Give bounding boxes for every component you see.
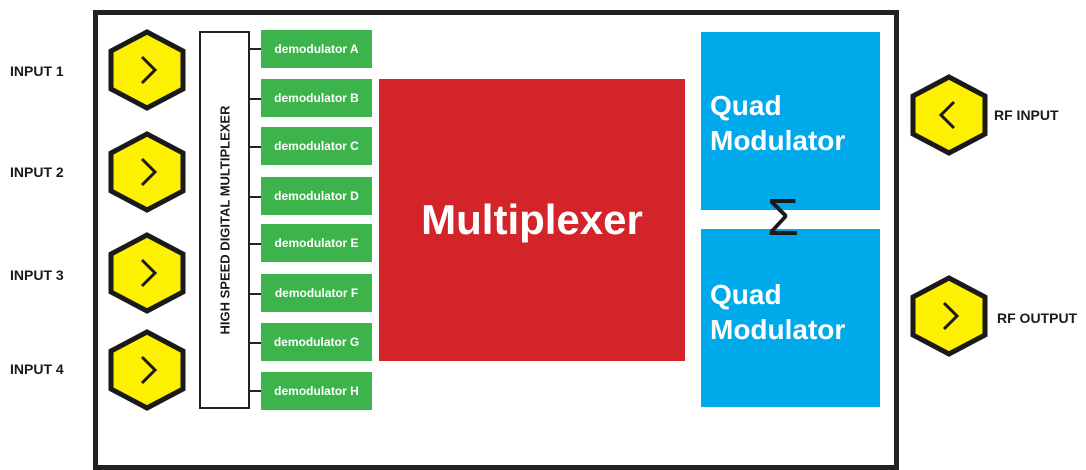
demodulator-a[interactable]: demodulator A — [261, 30, 372, 68]
connector-e — [250, 243, 262, 245]
connector-g — [250, 342, 262, 344]
rf-output-arrow-icon[interactable] — [907, 274, 991, 358]
input-1-label: INPUT 1 — [10, 63, 64, 79]
quad-modulator-top-line2: Modulator — [710, 125, 846, 156]
connector-b — [250, 98, 262, 100]
quad-modulator-bottom-line2: Modulator — [710, 314, 846, 345]
connector-c — [250, 146, 262, 148]
input-3-arrow-icon[interactable] — [105, 231, 189, 315]
connector-h — [250, 390, 262, 392]
quad-modulator-bottom-line1: Quad — [710, 279, 782, 310]
multiplexer-block[interactable]: Multiplexer — [379, 79, 685, 361]
demodulator-h[interactable]: demodulator H — [261, 372, 372, 410]
quad-modulator-top[interactable]: Quad Modulator — [701, 32, 880, 210]
connector-f — [250, 293, 262, 295]
rf-input-arrow-icon[interactable] — [907, 73, 991, 157]
demodulator-c[interactable]: demodulator C — [261, 127, 372, 165]
multiplexer-label: Multiplexer — [421, 196, 643, 243]
rf-input-label: RF INPUT — [994, 107, 1059, 123]
input-2-arrow-icon[interactable] — [105, 130, 189, 214]
input-4-label: INPUT 4 — [10, 361, 64, 377]
demodulator-g[interactable]: demodulator G — [261, 323, 372, 361]
quad-modulator-top-line1: Quad — [710, 90, 782, 121]
high-speed-digital-multiplexer: HIGH SPEED DIGITAL MULTIPLEXER — [199, 31, 250, 409]
connector-a — [250, 48, 262, 50]
input-4-arrow-icon[interactable] — [105, 328, 189, 412]
sum-symbol: Σ — [766, 189, 800, 247]
hsdm-label: HIGH SPEED DIGITAL MULTIPLEXER — [217, 105, 232, 335]
connector-d — [250, 196, 262, 198]
input-2-label: INPUT 2 — [10, 164, 64, 180]
input-1-arrow-icon[interactable] — [105, 28, 189, 112]
rf-output-label: RF OUTPUT — [997, 310, 1078, 326]
demodulator-f[interactable]: demodulator F — [261, 274, 372, 312]
input-3-label: INPUT 3 — [10, 267, 64, 283]
demodulator-e[interactable]: demodulator E — [261, 224, 372, 262]
quad-modulator-bottom[interactable]: Quad Modulator — [701, 229, 880, 407]
demodulator-b[interactable]: demodulator B — [261, 79, 372, 117]
demodulator-d[interactable]: demodulator D — [261, 177, 372, 215]
